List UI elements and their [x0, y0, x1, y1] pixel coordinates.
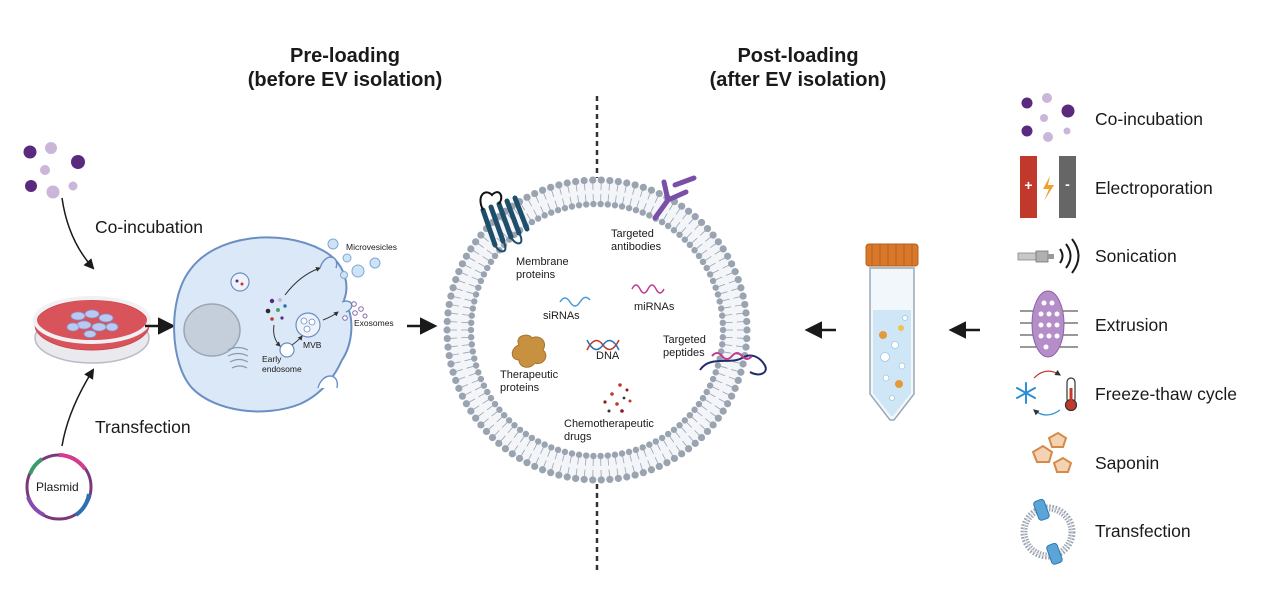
therapeutic-proteins-line2: proteins: [500, 382, 540, 394]
targeted-peptide-icon: [699, 352, 767, 376]
exosomes-label: Exosomes: [354, 318, 394, 328]
chemotherapeutic-drugs-icon: [603, 383, 632, 413]
targeted-antibodies-label: Targeted antibodies: [611, 228, 661, 254]
method-freeze-thaw-icon: [1016, 369, 1078, 416]
coincubation-arrow: [61, 197, 95, 270]
method-freeze-thaw-label: Freeze-thaw cycle: [1095, 384, 1237, 404]
targeted-peptides-label: Targeted peptides: [663, 334, 706, 360]
membrane-proteins-line2: proteins: [516, 269, 556, 281]
dna-label: DNA: [596, 350, 620, 362]
microvesicles-label: Microvesicles: [346, 242, 398, 252]
membrane-protein-icon: [479, 191, 530, 253]
plasmid-label: Plasmid: [36, 480, 79, 494]
secreting-cell-icon: [173, 236, 353, 413]
exosomes-icon: [342, 301, 368, 321]
method-sonication-icon: [1017, 238, 1080, 274]
early-endosome-label: Early endosome: [262, 354, 302, 374]
post-loading-heading: Post-loading (after EV isolation): [668, 44, 928, 92]
therapeutic-proteins-label: Therapeutic proteins: [500, 369, 558, 395]
early-endosome-line2: endosome: [262, 364, 302, 374]
chemotherapeutic-drugs-line1: Chemotherapeutic: [564, 418, 654, 430]
plasmid-icon: [25, 453, 93, 521]
extracellular-vesicle-membrane: [443, 176, 751, 484]
method-transfection-label: Transfection: [1095, 521, 1191, 541]
electrode-plus-sign: +: [1024, 177, 1033, 193]
mirna-icon: [631, 284, 665, 294]
targeted-peptides-line2: peptides: [663, 347, 705, 359]
chemotherapeutic-drugs-label: Chemotherapeutic drugs: [564, 418, 654, 444]
microvesicles-icon: [327, 238, 381, 279]
targeted-antibodies-line2: antibodies: [611, 241, 662, 253]
method-sonication-label: Sonication: [1095, 246, 1177, 266]
membrane-proteins-label: Membrane proteins: [516, 256, 569, 282]
sirna-icon: [559, 296, 591, 307]
membrane-proteins-line1: Membrane: [516, 256, 569, 268]
targeted-peptides-line1: Targeted: [663, 334, 706, 346]
transfection-label: Transfection: [95, 417, 191, 437]
early-endosome-line1: Early: [262, 354, 282, 364]
method-transfection-icon: [1020, 498, 1076, 565]
post-loading-subtitle: (after EV isolation): [709, 69, 887, 91]
petri-dish-icon: [33, 296, 151, 364]
method-extrusion-label: Extrusion: [1095, 315, 1168, 335]
method-extrusion-icon: [1020, 290, 1078, 358]
chemotherapeutic-drugs-line2: drugs: [564, 431, 592, 443]
method-coincubation-label: Co-incubation: [1095, 109, 1203, 129]
method-saponin-label: Saponin: [1095, 453, 1160, 473]
mirnas-label: miRNAs: [634, 301, 675, 313]
pre-loading-subtitle: (before EV isolation): [247, 69, 443, 91]
antibody-icon: [652, 175, 697, 221]
transfection-arrow: [61, 368, 95, 447]
method-saponin-icon: [1031, 431, 1073, 473]
pre-loading-title: Pre-loading: [289, 45, 400, 67]
therapeutic-proteins-line1: Therapeutic: [500, 369, 559, 381]
sample-tube-icon: [865, 243, 919, 421]
method-coincubation-icon: [1021, 93, 1075, 142]
method-electroporation-label: Electroporation: [1095, 178, 1213, 198]
sirnas-label: siRNAs: [543, 310, 580, 322]
therapeutic-protein-icon: [511, 334, 547, 368]
method-electroporation-icon: [1020, 156, 1076, 218]
mvb-label: MVB: [303, 340, 322, 350]
pre-loading-heading: Pre-loading (before EV isolation): [215, 44, 475, 92]
coincubation-particles-icon: [23, 142, 85, 199]
dna-icon: [586, 339, 620, 351]
targeted-antibodies-line1: Targeted: [611, 228, 654, 240]
electrode-minus-sign: -: [1065, 176, 1070, 192]
coincubation-label: Co-incubation: [95, 217, 203, 237]
post-loading-title: Post-loading: [737, 45, 859, 67]
